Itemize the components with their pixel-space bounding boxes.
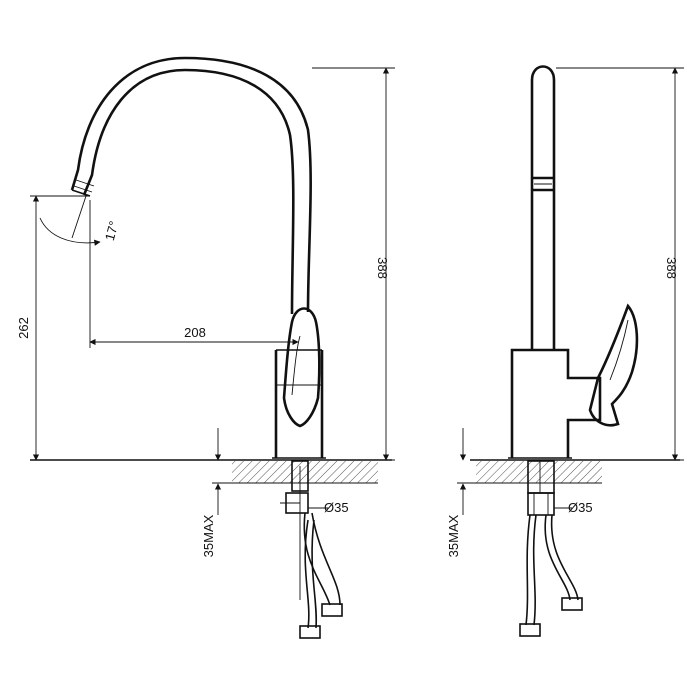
side-hole-diameter-label: Ø35 [568, 500, 593, 515]
front-dim-hole-diameter: Ø35 [308, 500, 349, 515]
front-spout-height-label: 262 [16, 317, 31, 339]
side-countertop [470, 459, 680, 484]
front-faucet-body [272, 349, 326, 459]
side-shank [527, 460, 555, 516]
side-faucet-body [508, 348, 602, 459]
front-countertop [30, 459, 392, 484]
side-max-thickness-label: 35MAX [446, 514, 461, 557]
side-view: 388 35MAX Ø35 [446, 65, 684, 637]
side-dim-max-thickness: 35MAX [446, 428, 480, 557]
front-reach-label: 208 [184, 325, 206, 340]
front-spout [70, 56, 312, 315]
front-max-thickness-label: 35MAX [201, 514, 216, 557]
front-lever-handle [282, 307, 321, 428]
front-dim-spout-height: 262 [16, 195, 90, 461]
side-hoses [519, 514, 583, 637]
front-shank [280, 460, 309, 600]
side-dim-hole-diameter: Ø35 [554, 500, 593, 515]
side-total-height-label: 388 [664, 257, 679, 279]
front-hole-diameter-label: Ø35 [324, 500, 349, 515]
side-lever-handle [588, 303, 639, 427]
front-hoses [299, 512, 343, 639]
front-dim-reach: 208 [89, 200, 299, 348]
front-dim-total-height: 388 [312, 67, 395, 461]
side-spout [530, 65, 556, 350]
front-view: 388 262 208 17° 35MAX [16, 56, 395, 639]
side-dim-total-height: 388 [556, 67, 684, 461]
front-dim-max-thickness: 35MAX [201, 428, 236, 557]
front-spout-angle-label: 17° [102, 219, 122, 242]
front-dim-spout-angle: 17° [39, 195, 122, 246]
front-total-height-label: 388 [375, 257, 390, 279]
